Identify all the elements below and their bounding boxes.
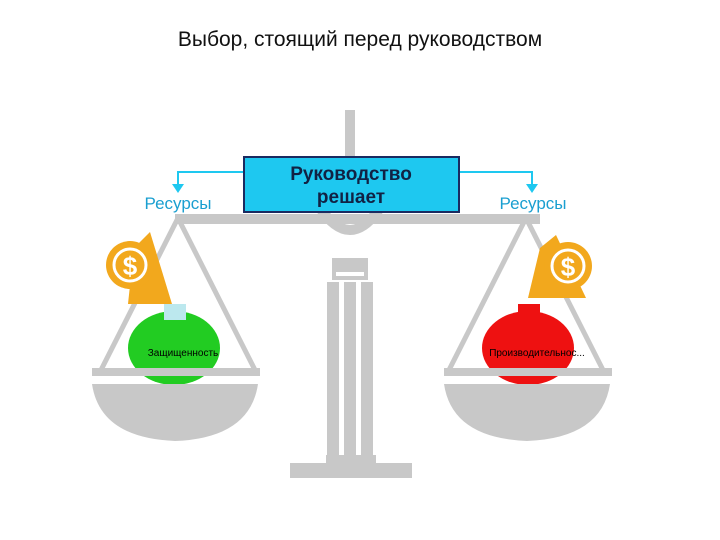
scale-pillar-left <box>327 282 339 457</box>
dollar-coin-icon: $ <box>106 232 172 304</box>
decision-box-line1: Руководство <box>290 164 412 185</box>
right-resource-label: Ресурсы <box>499 194 566 213</box>
left-pan-string-right <box>175 216 259 374</box>
page-title: Выбор, стоящий перед руководством <box>177 28 543 51</box>
right-pan-bowl <box>444 384 610 441</box>
scale-collar-highlight <box>336 272 364 276</box>
left-bag-neck <box>164 304 186 320</box>
left-bag-label: Защищенность <box>148 348 219 359</box>
right-pan-rim <box>444 368 612 376</box>
decision-box <box>243 156 460 213</box>
scale-collar <box>332 258 368 280</box>
right-bag-neck <box>518 304 540 320</box>
svg-text:$: $ <box>561 252 576 282</box>
svg-text:$: $ <box>123 251 138 281</box>
scale-pillar-mid <box>344 282 356 457</box>
right-arrow-icon <box>526 184 538 193</box>
decision-box-line2: решает <box>317 187 385 208</box>
left-bag <box>128 311 220 385</box>
right-bag-label: Производительнос... <box>489 348 585 359</box>
scale-beam <box>175 214 540 224</box>
scale-pillar-right <box>361 282 373 457</box>
left-resource-label: Ресурсы <box>144 194 211 213</box>
left-pan-bowl <box>92 384 258 441</box>
scale-top-post <box>345 110 355 170</box>
right-bag <box>482 311 574 385</box>
right-pan-string-left <box>445 216 529 374</box>
left-connector-line <box>177 171 244 184</box>
scale-base-top <box>326 455 376 465</box>
scale-base <box>290 463 412 478</box>
dollar-coin-icon: $ <box>528 235 592 298</box>
right-connector-line <box>460 171 533 184</box>
left-arrow-icon <box>172 184 184 193</box>
left-pan-rim <box>92 368 260 376</box>
